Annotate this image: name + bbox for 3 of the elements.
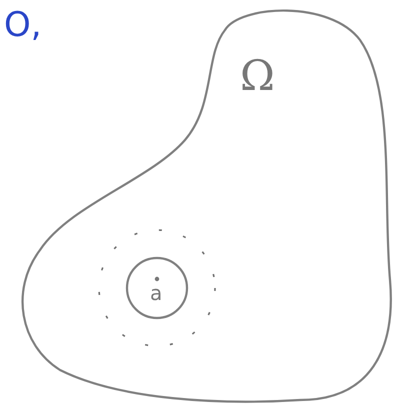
region-symbol: Ω (240, 55, 275, 97)
item-marker: O, (4, 8, 42, 42)
point-label: a (150, 283, 162, 303)
